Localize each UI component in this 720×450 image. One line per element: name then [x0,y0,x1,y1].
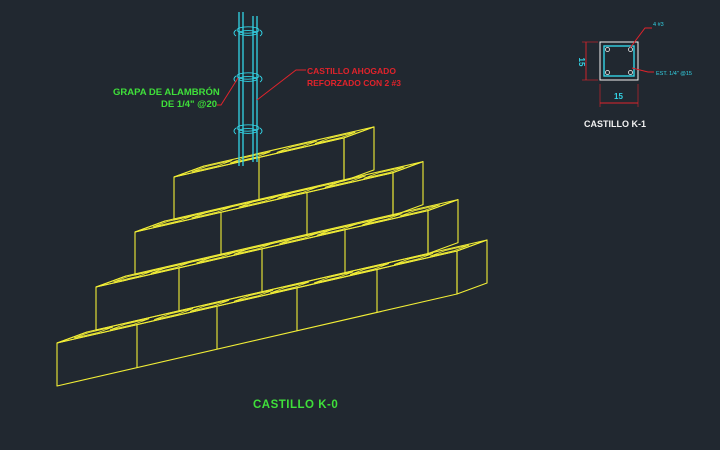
block-edge [191,160,233,173]
grapa-label-line1: GRAPA DE ALAMBRÓN [113,86,220,98]
section-stirrup-label: EST. 1/4" @15 [656,71,692,77]
block-edge [399,204,440,217]
castillo-section-detail: 4 #3 EST. 1/4" @15 15 15 CASTILLO K-1 [577,22,692,129]
block-edge [269,281,310,294]
block-edge [73,326,114,339]
block-edge [189,299,230,312]
block-edge [349,263,390,275]
section-width-dimension: 15 [614,92,623,101]
block-edge [456,239,488,295]
section-bars-label: 4 #3 [653,22,664,28]
block-edge [429,244,470,257]
block-edge [313,271,354,284]
block-edge [362,213,403,226]
section-title: CASTILLO K-1 [584,119,646,129]
block-edge [95,199,459,288]
main-title: CASTILLO K-0 [253,399,338,411]
castillo-label-line1: CASTILLO AHOGADO [307,66,396,76]
block-edge [276,140,318,153]
block-edge [233,289,274,302]
block-edge [427,199,459,255]
rebar-column [233,12,263,166]
block-edge [109,318,150,331]
block-edge [343,126,375,182]
grapa-label-line2: DE 1/4" @20 [161,99,217,110]
block-edge [324,175,366,188]
block-edge [314,131,356,144]
block-wall [56,126,488,387]
block-edge [56,250,458,387]
block-edge [153,308,194,321]
castillo-label-line2: REFORZADO CON 2 #3 [307,78,401,88]
block-edge [392,161,424,217]
section-height-dimension: 15 [577,58,586,67]
leader-lines [217,69,306,106]
block-edge [363,166,405,179]
block-edge [393,253,434,265]
block-edge [229,151,271,164]
